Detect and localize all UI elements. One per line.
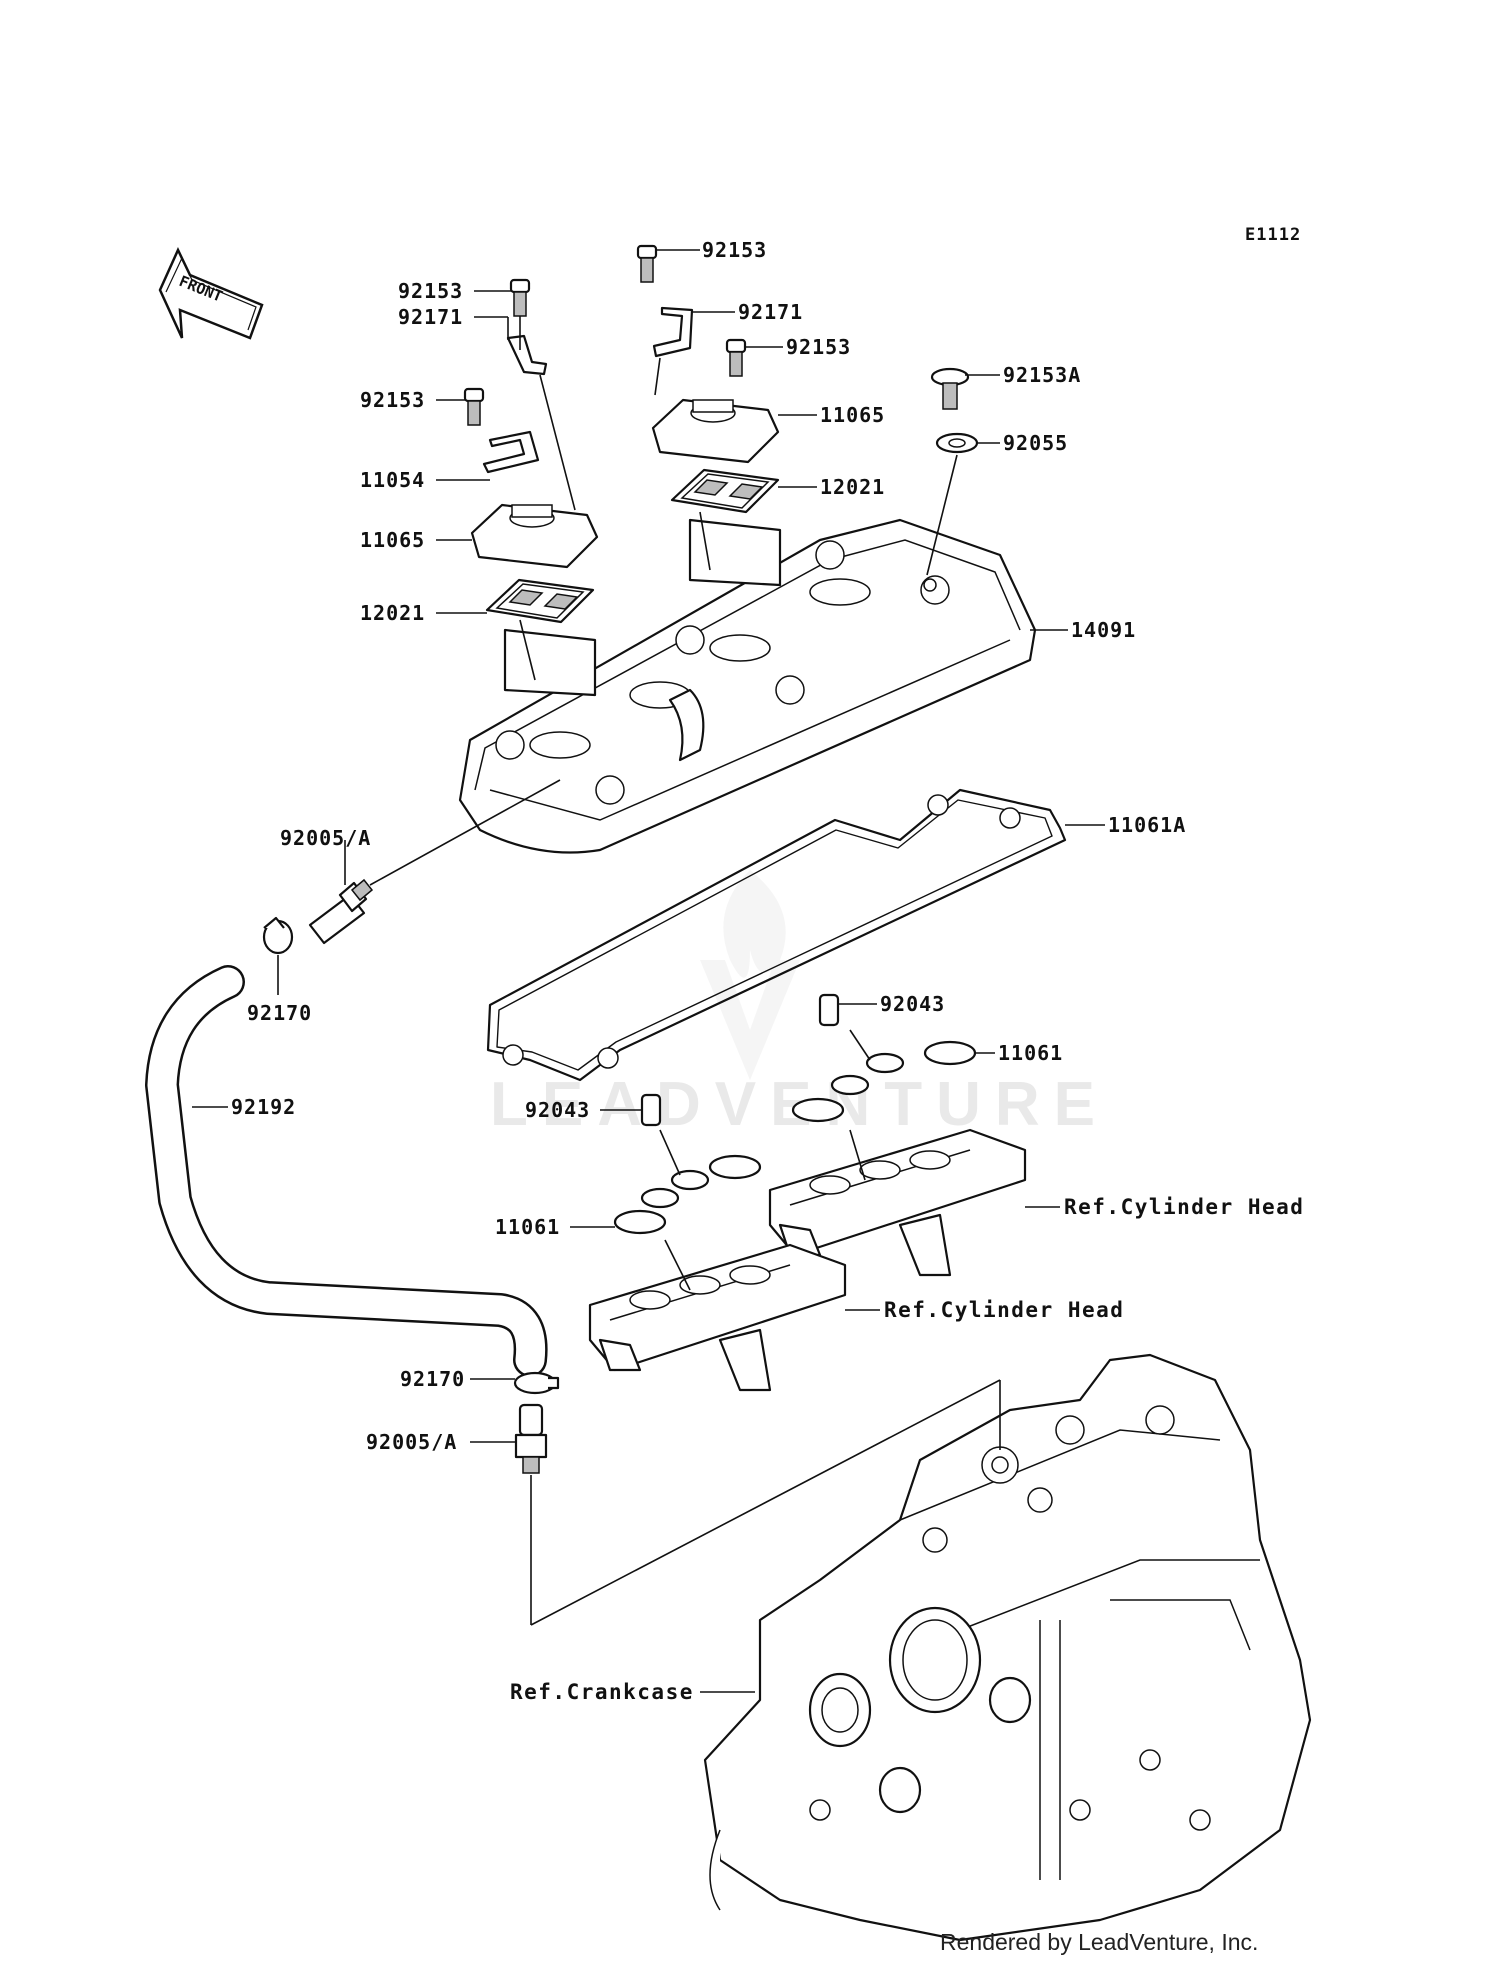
clamp-92170-b [513, 1371, 560, 1395]
hose-92192 [145, 965, 548, 1377]
label-92170-a: 92170 [247, 1001, 312, 1025]
fitting-92005-b [514, 1403, 548, 1474]
label-12021-a: 12021 [360, 601, 425, 625]
label-11061A: 11061A [1108, 813, 1186, 837]
label-11061-b: 11061 [495, 1215, 560, 1239]
bracket-92171-b [652, 306, 694, 358]
bolt-92153A [930, 367, 970, 410]
label-92170-b: 92170 [400, 1367, 465, 1391]
watermark-logo-icon [700, 870, 800, 1080]
label-92171-a: 92171 [398, 305, 463, 329]
bolt-92153-b [463, 387, 485, 426]
diagram-code: E1112 [1245, 225, 1301, 245]
label-92043-a: 92043 [880, 992, 945, 1016]
cylinder-head-ref-a [768, 1128, 1027, 1277]
gasket-12021-b [670, 468, 780, 514]
leader-lines [192, 249, 1105, 1693]
label-11054: 11054 [360, 468, 425, 492]
label-92153-c: 92153 [702, 238, 767, 262]
plug-seal-11061-a [791, 1040, 977, 1123]
ref-crankcase: Ref.Crankcase [510, 1680, 694, 1704]
label-12021-b: 12021 [820, 475, 885, 499]
cylinder-head-cover-14091 [458, 518, 1037, 854]
ref-cylinder-head-a: Ref.Cylinder Head [1064, 1195, 1304, 1219]
front-arrow-icon: FRONT [158, 247, 264, 340]
label-11065-a: 11065 [360, 528, 425, 552]
cylinder-head-ref-b [588, 1243, 847, 1392]
label-92153-a: 92153 [398, 279, 463, 303]
fitting-92005-a [308, 878, 374, 945]
bolt-92153-a [509, 278, 531, 317]
bolt-92153-c [636, 244, 658, 283]
label-92153A: 92153A [1003, 363, 1081, 387]
crankcase-ref [703, 1353, 1312, 1942]
watermark-text: LEADVENTURE [490, 1070, 1109, 1139]
dowel-92043-b [640, 1093, 662, 1127]
cap-11065-a [470, 503, 599, 569]
label-11061-a: 11061 [998, 1041, 1063, 1065]
bracket-92171-a [506, 334, 548, 376]
label-14091: 14091 [1071, 618, 1136, 642]
bolt-92153-d [725, 338, 747, 377]
cover-gasket-11061A [486, 788, 1067, 1082]
ref-cylinder-head-b: Ref.Cylinder Head [884, 1298, 1124, 1322]
clamp-92170-a [262, 916, 294, 955]
label-11065-b: 11065 [820, 403, 885, 427]
label-92005-a: 92005/A [280, 826, 371, 850]
dowel-92043-a [818, 993, 840, 1027]
label-92043-b: 92043 [525, 1098, 590, 1122]
bracket-11054 [482, 430, 540, 474]
label-92153-b: 92153 [360, 388, 425, 412]
part-labels: 92153 92171 92153 11054 11065 12021 9215… [231, 238, 1304, 1704]
label-92171-b: 92171 [738, 300, 803, 324]
label-92153-d: 92153 [786, 335, 851, 359]
plug-seal-11061-b [613, 1154, 762, 1235]
label-92192: 92192 [231, 1095, 296, 1119]
washer-92055 [935, 432, 979, 454]
label-92005-b: 92005/A [366, 1430, 457, 1454]
cap-11065-b [651, 398, 780, 464]
label-92055: 92055 [1003, 431, 1068, 455]
gasket-12021-a [485, 578, 595, 624]
credit-text: Rendered by LeadVenture, Inc. [940, 1929, 1258, 1955]
